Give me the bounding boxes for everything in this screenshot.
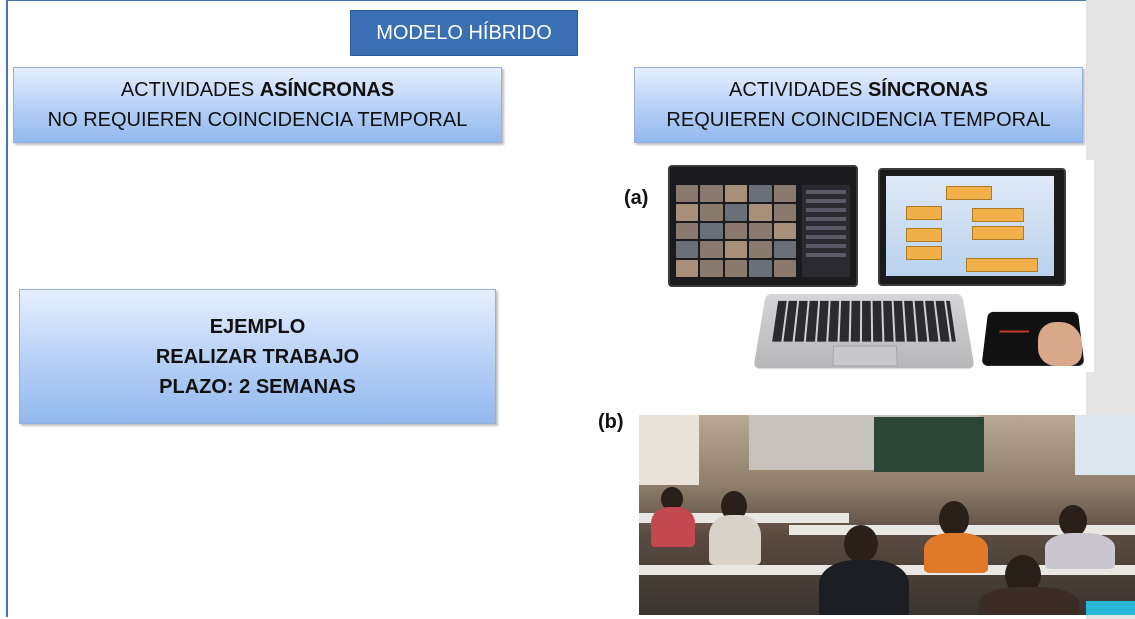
hand-with-stylus [1038, 322, 1082, 366]
photo-wall [639, 415, 699, 485]
participants-panel [802, 185, 850, 277]
photo-student [661, 487, 683, 511]
photo-student [819, 560, 909, 615]
sync-heading-prefix: ACTIVIDADES [729, 79, 868, 101]
photo-student [709, 515, 761, 565]
photo-student [1059, 505, 1087, 537]
async-activities-box: ACTIVIDADES ASÍNCRONAS NO REQUIEREN COIN… [13, 67, 502, 143]
example-box: EJEMPLO REALIZAR TRABAJO PLAZO: 2 SEMANA… [19, 289, 496, 424]
online-setup-illustration [660, 160, 1094, 372]
diagram-monitor [878, 168, 1066, 286]
example-line-2: REALIZAR TRABAJO [155, 345, 360, 368]
photo-student [979, 587, 1079, 615]
async-description: NO REQUIEREN COINCIDENCIA TEMPORAL [47, 109, 468, 131]
async-heading-bold: ASÍNCRONAS [259, 79, 395, 101]
laptop-keyboard [772, 300, 956, 342]
laptop [753, 294, 975, 369]
photo-student [1045, 533, 1115, 569]
laptop-touchpad [832, 345, 898, 367]
async-heading: ACTIVIDADES ASÍNCRONAS [14, 75, 501, 105]
sync-heading: ACTIVIDADES SÍNCRONAS [635, 75, 1082, 105]
photo-student [651, 507, 695, 547]
classroom-photo [639, 415, 1135, 615]
bottom-accent-strip [1086, 601, 1135, 615]
panel-b-label: (b) [598, 411, 624, 433]
tablet-stroke [998, 330, 1030, 344]
example-line-3: PLAZO: 2 SEMANAS [159, 375, 356, 398]
photo-blackboard [874, 417, 984, 472]
video-participants-grid [676, 185, 796, 277]
async-heading-prefix: ACTIVIDADES [120, 79, 260, 101]
photo-student [939, 501, 969, 537]
example-line-1: EJEMPLO [209, 315, 306, 338]
videoconference-monitor [668, 165, 858, 287]
photo-window [1075, 415, 1135, 475]
sync-heading-bold: SÍNCRONAS [867, 79, 988, 101]
slide-title-text: MODELO HÍBRIDO [376, 21, 552, 44]
sync-description: REQUIEREN COINCIDENCIA TEMPORAL [666, 109, 1051, 131]
photo-student [924, 533, 988, 573]
photo-student [844, 525, 878, 563]
sync-activities-box: ACTIVIDADES SÍNCRONAS REQUIEREN COINCIDE… [634, 67, 1083, 143]
slide-title: MODELO HÍBRIDO [350, 10, 578, 56]
flow-diagram-screen [886, 176, 1054, 276]
panel-a-label: (a) [624, 187, 649, 209]
